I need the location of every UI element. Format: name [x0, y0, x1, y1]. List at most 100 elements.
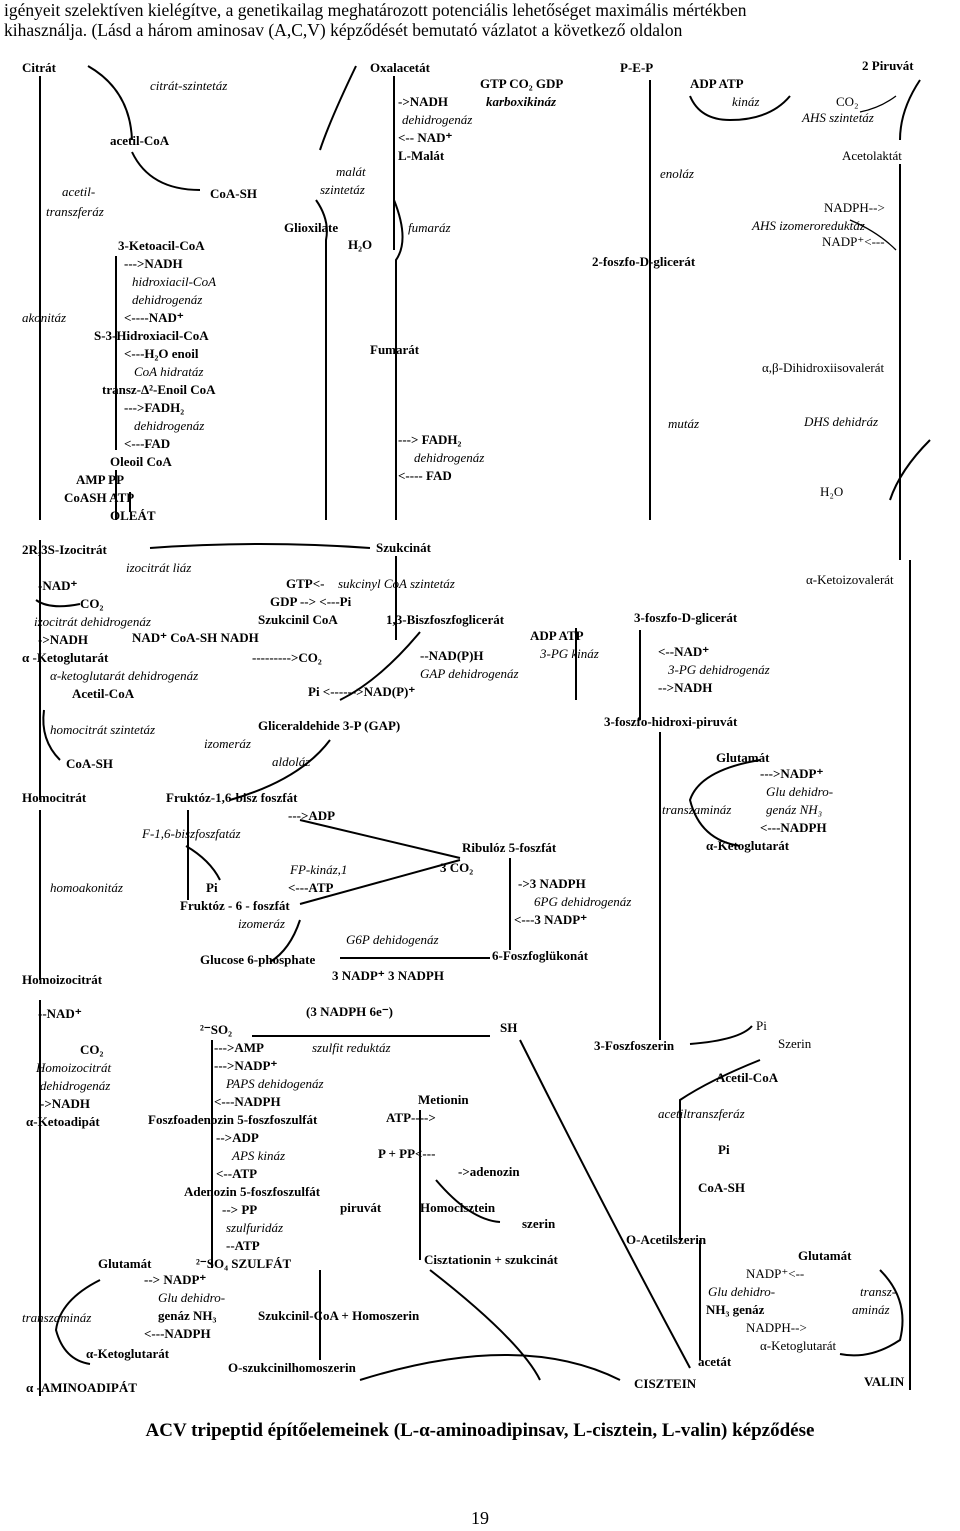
label-nad-3: -NAD⁺	[38, 578, 77, 593]
label-adenozin: ->adenozin	[458, 1164, 520, 1179]
label-cisztein: CISZTEIN	[634, 1376, 697, 1391]
label-fadh2-1: ---> FADH₂	[398, 432, 462, 447]
label-atp-1: <---ATP	[288, 880, 333, 895]
label-coa-sh-2: CoA-SH	[66, 756, 113, 771]
label-fadh2-2: --->FADH₂	[124, 400, 184, 415]
label-acetiltranszferaz: acetiltranszferáz	[658, 1106, 745, 1121]
label-nadp-nadph: 3 NADP⁺ 3 NADPH	[332, 968, 444, 983]
label-akonitaz: akonitáz	[22, 310, 66, 325]
label-nadph-3x: ->3 NADPH	[518, 876, 586, 891]
label-nad-4: <--NAD⁺	[658, 644, 709, 659]
curve-co2-izocitrat	[35, 599, 81, 608]
label-hidroxiacil-1: hidroxiacil-CoA	[132, 274, 216, 289]
label-foszfo-glicerat-2: 2-foszfo-D-glicerát	[592, 254, 696, 269]
label-co2-3b: 3 CO₂	[440, 860, 473, 875]
label-a-aminoadipat: α -AMINOADIPÁT	[26, 1380, 137, 1395]
label-nadph-1: NADPH-->	[824, 200, 885, 215]
label-dehidrogenaz-1: dehidrogenáz	[402, 112, 472, 127]
label-fruktoz-6: Fruktóz - 6 - foszfát	[180, 898, 290, 913]
label-co2-3: --------->CO₂	[252, 650, 322, 665]
label-homocitrat: Homocitrát	[22, 790, 87, 805]
label-piruvat-1: piruvát	[340, 1200, 382, 1215]
curve-cisztationin-cisztein	[429, 1269, 541, 1381]
line-glioxilate	[315, 199, 328, 520]
label-foszfo-hidroxi-piruvat: 3-foszfo-hidroxi-piruvát	[604, 714, 738, 729]
label-nadp-6: NADP⁺<--	[746, 1266, 804, 1281]
label-kinaz-1: kináz	[732, 94, 759, 109]
label-transz-1: transz-	[860, 1284, 896, 1299]
label-szulfit-reduktaz: szulfit reduktáz	[312, 1040, 391, 1055]
label-szukcinat: Szukcinát	[376, 540, 432, 555]
label-paps-dehidrogenaz: PAPS dehidogenáz	[225, 1076, 324, 1091]
label-adp-atp-1: ADP ATP	[690, 76, 744, 91]
diagram-labels: Citrátcitrát-szintetázacetil-CoAacetil-t…	[22, 58, 914, 1395]
label-o-acetilszerin: O-Acetilszerin	[626, 1232, 707, 1247]
label-nadph-3: --NAD(P)H	[420, 648, 484, 663]
line-malat-fumarat	[393, 199, 404, 520]
label-izomeraz-2: izomeráz	[238, 916, 285, 931]
curve-oszukcinil-cisztein	[359, 1354, 621, 1381]
label-szukcinil-coa-szintetaz: sukcinyl CoA szintetáz	[338, 576, 455, 591]
label-glioxilate: Glioxilate	[284, 220, 338, 235]
label-nadph-7: NADPH-->	[746, 1320, 807, 1335]
label-ahs-szintetaz: AHS szintetáz	[801, 110, 874, 125]
label-nad-5: --NAD⁺	[38, 1006, 82, 1021]
label-acetat: acetát	[698, 1354, 732, 1369]
label-coa-sh-3: CoA-SH	[698, 1180, 745, 1195]
label-glu-dehidrogenaz-1: Glu dehidro-	[766, 784, 833, 799]
label-adp-atp-2: ADP ATP	[530, 628, 584, 643]
label-so4-szulfat: ²⁻SO₄ SZULFÁT	[196, 1256, 292, 1271]
label-aps-kinaz: APS kináz	[231, 1148, 285, 1163]
label-ribuloz: Ribulóz 5-foszfát	[462, 840, 557, 855]
label-glu-dehidro-2: Glu dehidro-	[158, 1290, 225, 1305]
diagram-lines	[35, 65, 931, 1396]
label-acetil-coa-2: Acetil-CoA	[72, 686, 135, 701]
curve-homocisztein-szerin	[435, 1179, 501, 1223]
label-a-b-dihidroxiizovalerat: α,β-Dihidroxiisovalerát	[762, 360, 884, 375]
label-transzaminaz-2: transzamináz	[22, 1310, 91, 1325]
curve-transzaminaz-right	[839, 1269, 904, 1357]
label-dehidrogenaz-fad: dehidrogenáz	[414, 450, 484, 465]
label-nad-coash-nadh: NAD⁺ CoA-SH NADH	[132, 630, 259, 645]
page-number: 19	[471, 1508, 489, 1528]
label-gap: Gliceraldehide 3-P (GAP)	[258, 718, 400, 733]
label-piruvat-2: 2 Piruvát	[862, 58, 914, 73]
label-acetil-transzferaz-1: acetil-	[62, 184, 95, 199]
line-f6p-ribuloz-bottom	[299, 859, 461, 905]
label-oxalacetat: Oxalacetát	[370, 60, 431, 75]
curve-fbp-pi	[185, 845, 221, 881]
label-atp-2: ATP---->	[386, 1110, 436, 1125]
label-a-ketoglutarat-4: α-Ketoglutarát	[760, 1338, 837, 1353]
label-nadp-2: --->NADP⁺	[760, 766, 824, 781]
label-h2o-1: H₂O	[348, 237, 372, 252]
label-pi-1: Pi	[206, 880, 218, 895]
label-nadh-3: ->NADH	[38, 632, 88, 647]
label-l-malat: L-Malát	[398, 148, 445, 163]
label-dhs-dehidraz: DHS dehidráz	[803, 414, 878, 429]
label-izocitrat-dehidrogenaz: izocitrát dehidrogenáz	[34, 614, 151, 629]
curve-piruvat-acetolaktat	[899, 79, 921, 141]
label-homocisztein: Homocisztein	[420, 1200, 496, 1215]
label-karboxikinaz: karboxikináz	[486, 94, 557, 109]
label-glu-dehidro-3: Glu dehidro-	[708, 1284, 775, 1299]
label-atp-4: --ATP	[226, 1238, 260, 1253]
label-homoizocitrat-dh-2: dehidrogenáz	[40, 1078, 110, 1093]
label-homoizocitrat: Homoizocitrát	[22, 972, 103, 987]
intro-line-1: igényeit szelektíven kielégítve, a genet…	[4, 0, 747, 20]
label-h2o-enoil: <---H₂O enoil	[124, 346, 199, 361]
label-co2-2: CO₂	[80, 596, 104, 611]
label-pi-2: Pi	[756, 1018, 767, 1033]
label-gdp-pi: GDP --> <---Pi	[270, 594, 352, 609]
label-coa-hidrataz: CoA hidratáz	[134, 364, 203, 379]
label-nad-2: <----NAD⁺	[124, 310, 184, 325]
label-homoakonitaz: homoakonitáz	[50, 880, 123, 895]
label-acetil-transzferaz-2: transzferáz	[46, 204, 104, 219]
label-nadph-6: <---NADPH	[144, 1326, 211, 1341]
label-fad-2: <---FAD	[124, 436, 170, 451]
label-acetil-coa-3: Acetil-CoA	[716, 1070, 779, 1085]
label-adp-2: -->ADP	[216, 1130, 259, 1145]
label-nadh-2: --->NADH	[124, 256, 183, 271]
label-so2: ²⁻SO₂	[200, 1022, 232, 1037]
label-citrat-szintetaz: citrát-szintetáz	[150, 78, 227, 93]
